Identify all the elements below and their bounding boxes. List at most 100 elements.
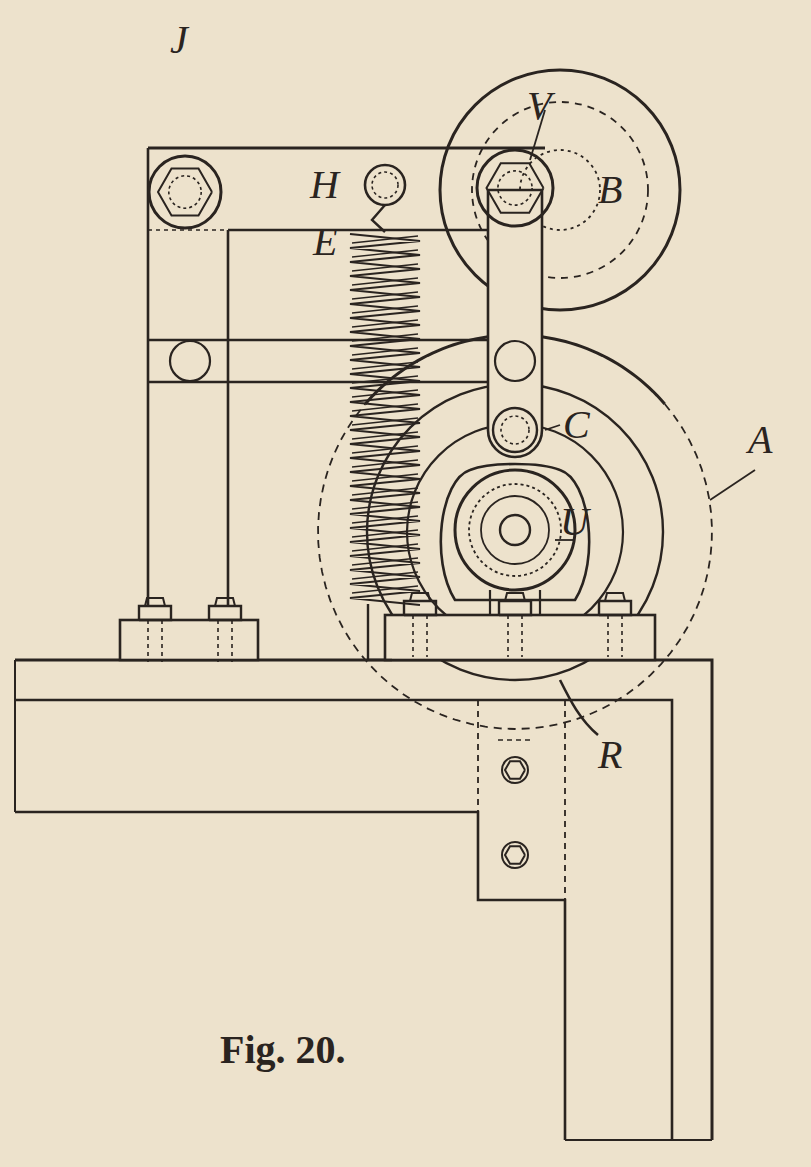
drawing-line: [607, 615, 609, 657]
drawing-line: [539, 590, 541, 615]
drawing-line: [148, 229, 228, 230]
drawing-line: [14, 660, 16, 812]
drawing-line: [599, 601, 631, 615]
part-letter: J: [170, 20, 188, 60]
drawing-line: [477, 700, 479, 812]
leader-line: [560, 680, 598, 735]
drawing-line: [352, 530, 418, 537]
drawing-line: [161, 620, 163, 662]
drawing-line: [521, 615, 523, 657]
drawing-line: [352, 334, 418, 341]
drawing-line: [352, 264, 418, 271]
figure-caption: Fig. 20.: [220, 1030, 346, 1070]
part-letter: E: [313, 222, 337, 262]
drawing-line: [231, 620, 233, 662]
drawing-circle: [365, 165, 405, 205]
drawing-line: [215, 598, 235, 606]
drawing-line: [352, 558, 418, 565]
part-letter: V: [527, 86, 551, 126]
part-letter: A: [748, 420, 772, 460]
drawing-line: [352, 586, 418, 593]
drawing-line: [507, 615, 509, 657]
drawing-line: [227, 230, 230, 606]
drawing-circle: [372, 172, 398, 198]
drawing-line: [352, 292, 418, 299]
drawing-circle: [170, 341, 210, 381]
drawing-circle: [498, 171, 532, 205]
drawing-line: [147, 620, 149, 662]
drawing-line: [367, 604, 369, 660]
drawing-line: [352, 306, 418, 313]
drawing-circle: [440, 70, 680, 310]
drawing-line: [158, 169, 212, 216]
drawing-line: [352, 278, 418, 285]
drawing-line: [352, 446, 418, 453]
drawing-line: [352, 544, 418, 551]
drawing-line: [352, 320, 418, 327]
drawing-circle: [501, 416, 529, 444]
foot-block: [120, 620, 258, 660]
drawing-line: [498, 739, 532, 741]
drawing-line: [426, 615, 428, 657]
base-block: [385, 615, 655, 660]
drawing-line: [15, 660, 712, 1140]
drawing-line: [352, 460, 418, 467]
drawing-line: [352, 418, 418, 425]
drawing-line: [489, 590, 491, 615]
drawing-line: [505, 761, 525, 778]
drawing-line: [505, 593, 525, 601]
drawing-line: [15, 812, 565, 1140]
drawing-line: [352, 488, 418, 495]
drawing-line: [209, 606, 241, 620]
drawing-line: [410, 593, 430, 601]
drawing-line: [352, 502, 418, 509]
drawing-line: [352, 404, 418, 411]
drawing-line: [228, 229, 488, 231]
drawing-line: [565, 1139, 712, 1141]
drawing-circle: [169, 176, 201, 208]
drawing-circle: [493, 408, 537, 452]
drawing-line: [147, 148, 150, 606]
part-letter: U: [560, 502, 589, 542]
drawing-line: [352, 250, 418, 257]
drawing-line: [352, 376, 418, 383]
drawing-circle: [455, 470, 575, 590]
drawing-line: [564, 700, 566, 900]
drawing-line: [139, 606, 171, 620]
drawing-line: [505, 846, 525, 863]
drawing-circle: [149, 156, 221, 228]
drawing-circle: [502, 842, 528, 868]
part-letter: H: [310, 165, 339, 205]
drawing-circle: [477, 150, 553, 226]
bearing-bracket: [441, 464, 589, 600]
drawing-line: [352, 348, 418, 355]
drawing-line: [352, 474, 418, 481]
part-letter: B: [598, 170, 622, 210]
drawing-line: [15, 700, 672, 1140]
drawing-line: [352, 362, 418, 369]
drawing-line: [148, 147, 545, 150]
part-letter: R: [598, 735, 622, 775]
drawing-line: [352, 572, 418, 579]
drawing-line: [499, 601, 531, 615]
drawing-line: [545, 425, 560, 430]
drawing-line: [352, 236, 418, 243]
drawing-circle: [469, 484, 561, 576]
drawing-line: [148, 381, 488, 383]
drawing-line: [352, 390, 418, 397]
drawing-circle: [500, 515, 530, 545]
illustration: [0, 0, 755, 1140]
drawing-line: [710, 470, 755, 500]
drawing-circle: [481, 496, 549, 564]
drawing-line: [605, 593, 625, 601]
part-letter: C: [563, 405, 590, 445]
drawing-line: [372, 205, 385, 232]
drawing-line: [352, 516, 418, 523]
drawing-circle: [502, 757, 528, 783]
drawing-line: [148, 339, 488, 341]
lever-arm: [488, 190, 542, 457]
drawing-circle: [495, 341, 535, 381]
drawing-line: [412, 615, 414, 657]
drawing-line: [368, 659, 392, 661]
